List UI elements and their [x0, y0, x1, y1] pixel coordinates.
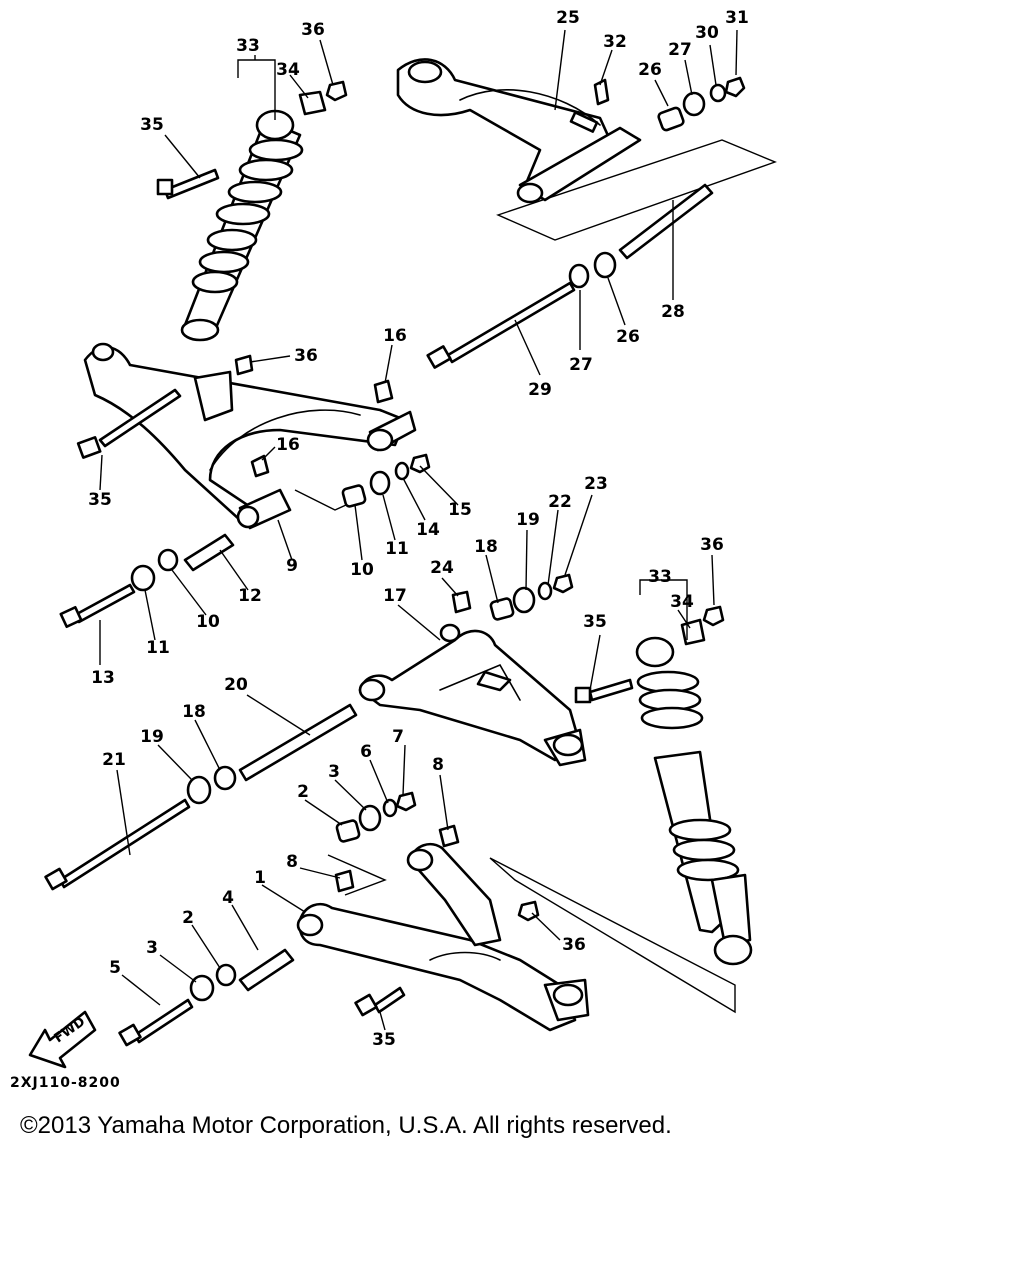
front-lower-arm: [296, 824, 590, 1032]
callout-18: 18: [182, 702, 206, 722]
callout-6: 6: [360, 742, 372, 762]
callout-27: 27: [668, 40, 692, 60]
callout-2: 2: [182, 908, 194, 928]
callout-34: 34: [276, 60, 300, 80]
callout-13: 13: [91, 668, 115, 688]
callout-14: 14: [416, 520, 440, 540]
callout-26: 26: [616, 327, 640, 347]
callout-33: 33: [648, 567, 672, 587]
callout-31: 31: [725, 8, 749, 28]
front-lower-hardware: [118, 791, 540, 1047]
rear-lower-hardware: [44, 573, 574, 891]
upper-arm-rear: [396, 58, 642, 204]
callout-7: 7: [392, 727, 404, 747]
copyright-notice: ©2013 Yamaha Motor Corporation, U.S.A. A…: [20, 1112, 672, 1139]
callout-26: 26: [638, 60, 662, 80]
callout-3: 3: [328, 762, 340, 782]
callout-17: 17: [383, 586, 407, 606]
callout-36: 36: [700, 535, 724, 555]
callout-24: 24: [430, 558, 454, 578]
rear-upper-pivot: [426, 183, 714, 369]
callout-11: 11: [146, 638, 170, 658]
forward-arrow-icon: FWD: [28, 1010, 97, 1069]
callout-23: 23: [584, 474, 608, 494]
callout-19: 19: [516, 510, 540, 530]
callout-27: 27: [569, 355, 593, 375]
callout-35: 35: [372, 1030, 396, 1050]
callout-1: 1: [254, 868, 266, 888]
callout-9: 9: [286, 556, 298, 576]
callout-25: 25: [556, 8, 580, 28]
callout-11: 11: [385, 539, 409, 559]
callout-35: 35: [583, 612, 607, 632]
axis-box-rear-upper: [496, 139, 777, 241]
callout-36: 36: [562, 935, 586, 955]
exploded-parts-diagram: FWD 25 32 26 27 30 31 28 26 27 29 33 34 …: [28, 8, 777, 1069]
callout-19: 19: [140, 727, 164, 747]
callout-20: 20: [224, 675, 248, 695]
callout-30: 30: [695, 23, 719, 43]
callout-32: 32: [603, 32, 627, 52]
callout-2: 2: [297, 782, 309, 802]
shock-absorber-lower: [574, 605, 753, 966]
callout-28: 28: [661, 302, 685, 322]
callout-12: 12: [238, 586, 262, 606]
callout-36: 36: [301, 20, 325, 40]
callout-5: 5: [109, 958, 121, 978]
callout-34: 34: [670, 592, 694, 612]
front-upper-arm: [76, 342, 417, 530]
callout-8: 8: [286, 852, 298, 872]
callout-21: 21: [102, 750, 126, 770]
upper-rear-hardware: [593, 76, 746, 132]
reference-code: 2XJ110-8200: [10, 1075, 121, 1091]
front-upper-hardware: [59, 354, 431, 629]
rear-lower-arm: [358, 590, 587, 767]
callout-22: 22: [548, 492, 572, 512]
callout-35: 35: [88, 490, 112, 510]
callout-10: 10: [350, 560, 374, 580]
callout-3: 3: [146, 938, 158, 958]
callout-10: 10: [196, 612, 220, 632]
callout-8: 8: [432, 755, 444, 775]
callout-15: 15: [448, 500, 472, 520]
callout-16: 16: [276, 435, 300, 455]
callout-4: 4: [222, 888, 234, 908]
callout-36: 36: [294, 346, 318, 366]
callout-33: 33: [236, 36, 260, 56]
shock-absorber-upper: [156, 80, 348, 342]
axis-box-lower-shock: [489, 857, 736, 1014]
callout-16: 16: [383, 326, 407, 346]
callout-35: 35: [140, 115, 164, 135]
leader-lines: [99, 29, 738, 1031]
callout-18: 18: [474, 537, 498, 557]
callout-29: 29: [528, 380, 552, 400]
callout-labels: 25 32 26 27 30 31 28 26 27 29 33 34 36 3…: [88, 8, 749, 1050]
